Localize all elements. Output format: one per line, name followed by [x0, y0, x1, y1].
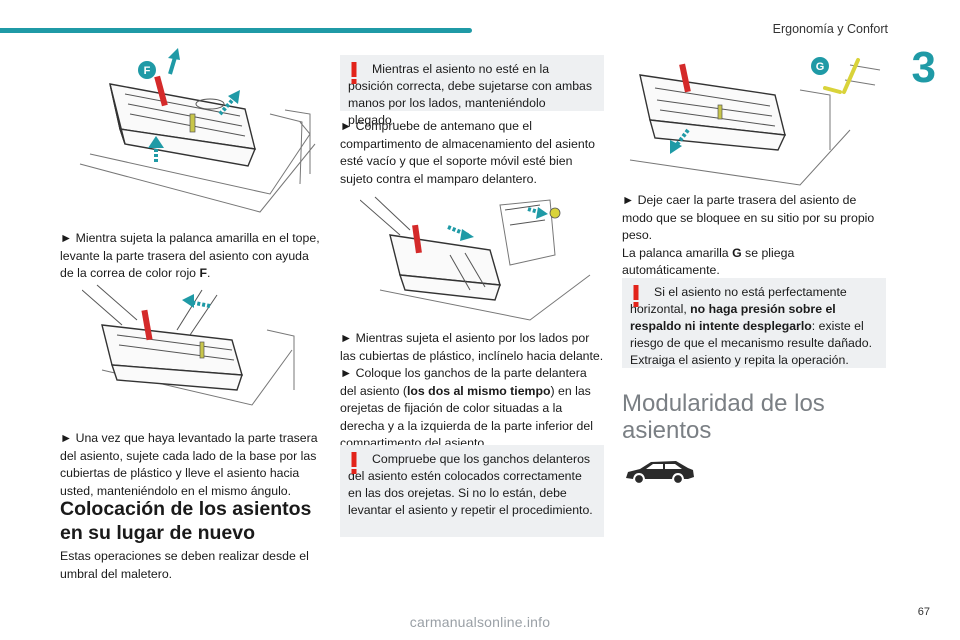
running-head: Ergonomía y Confort [772, 22, 888, 36]
illustration-seat-pull [82, 280, 302, 420]
illustration-seat-lift: F [70, 44, 320, 220]
col2-para2: ► Mientras sujeta el asiento por los lad… [340, 331, 604, 450]
page-number: 67 [917, 606, 930, 618]
callout-label-g: G [816, 61, 825, 73]
illustration-seat-drop: G [620, 50, 890, 190]
warning-box-3: Si el asiento no está perfectamente hori… [622, 278, 886, 368]
illustration-seat-hook [360, 195, 595, 327]
warning-box-2: Compruebe que los ganchos delanteros del… [340, 445, 604, 537]
section-heading-replace-seats: Colocación de los asientos en su lugar d… [60, 498, 312, 544]
warning-exclamation-icon [350, 62, 358, 84]
col1-para3: Estas operaciones se deben realizar desd… [60, 549, 309, 581]
col1-para1: ► Mientra sujeta la palanca amarilla en … [60, 231, 320, 280]
warning-exclamation-icon [632, 285, 640, 307]
col1-para2: ► Una vez que haya levantado la parte tr… [60, 431, 318, 498]
warning-box-1: Mientras el asiento no esté en la posici… [340, 55, 604, 127]
section-heading-seat-modularity: Modularidad de los asientos [622, 390, 825, 444]
warning-exclamation-icon [350, 452, 358, 474]
watermark: carmanualsonline.info [409, 614, 551, 630]
col2-para1: ► Compruebe de antemano que el compartim… [340, 119, 595, 186]
callout-label-f: F [144, 65, 151, 77]
col3-para1: ► Deje caer la parte trasera del asiento… [622, 193, 875, 277]
chapter-number: 3 [911, 43, 936, 92]
header-accent-bar [0, 28, 472, 33]
car-silhouette-icon [624, 456, 696, 491]
